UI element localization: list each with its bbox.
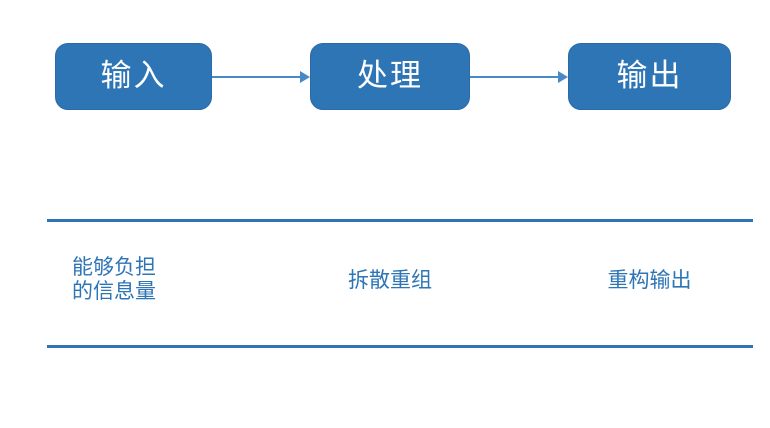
flow-node-output-label: 输出: [616, 58, 683, 94]
arrow-head-icon: [300, 71, 310, 83]
arrow-shaft: [470, 76, 559, 78]
caption-process-restructure: 拆散重组: [348, 268, 432, 292]
flow-node-output: 输出: [568, 43, 731, 110]
connector-arrow-process-to-output: [470, 69, 568, 85]
arrow-head-icon: [558, 71, 568, 83]
divider-line-bottom: [47, 345, 753, 348]
divider-line-top: [47, 219, 753, 222]
arrow-shaft: [212, 76, 301, 78]
flow-node-process: 处理: [310, 43, 470, 110]
flow-node-process-label: 处理: [357, 58, 423, 94]
connector-arrow-input-to-process: [212, 69, 310, 85]
caption-output-rebuild: 重构输出: [607, 268, 692, 292]
flow-node-input: 输入: [55, 43, 212, 110]
flow-node-input-label: 输入: [100, 58, 167, 94]
caption-input-capacity: 能够负担 的信息量: [72, 255, 156, 303]
